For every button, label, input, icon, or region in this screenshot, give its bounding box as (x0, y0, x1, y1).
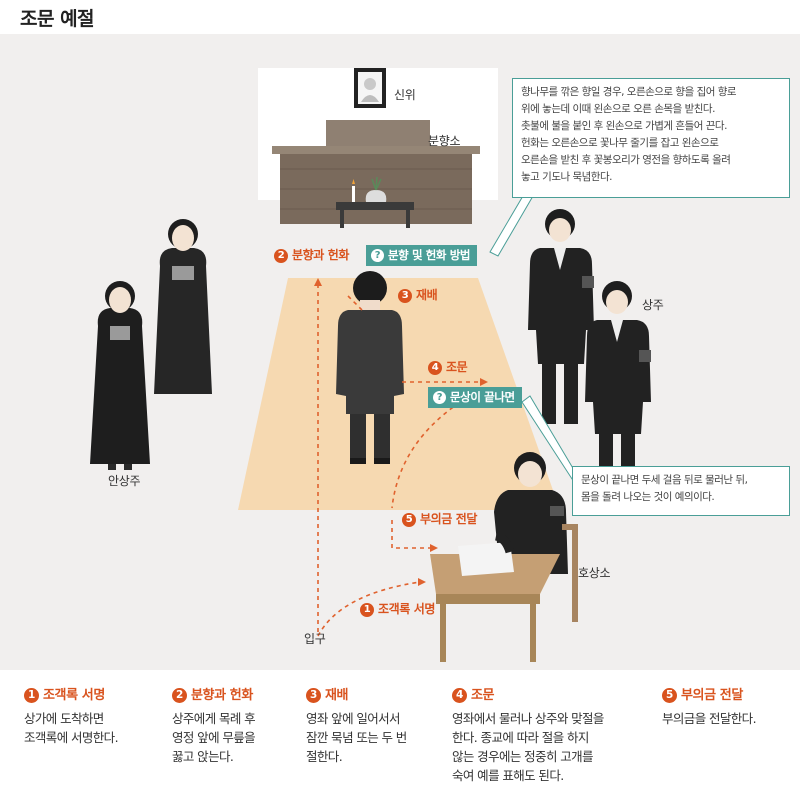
step-label-3-text: 재배 (416, 288, 438, 302)
step-number-5: 5 (402, 513, 416, 527)
step-label-4-text: 조문 (446, 360, 468, 374)
desc-step-2: 2 분향과 헌화 상주에게 목례 후 영정 앞에 무릎을 꿇고 앉는다. (172, 684, 256, 766)
desc-line: 상가에 도착하면 (24, 711, 104, 726)
desc-line: 숙여 예를 표해도 된다. (452, 768, 564, 783)
desc-number-4: 4 (452, 688, 467, 703)
desc-step-1: 1 조객록 서명 상가에 도착하면 조객록에 서명한다. (24, 684, 119, 747)
info-line: 문상이 끝나면 두세 걸음 뒤로 물러난 뒤, (581, 474, 748, 486)
female-mourner-front (90, 281, 150, 470)
desc-line: 영정 앞에 무릎을 (172, 730, 256, 745)
tag-after-mourning-text: 문상이 끝나면 (450, 390, 515, 404)
desc-line: 한다. 종교에 따라 절을 하지 (452, 730, 589, 745)
label-bunhyangso: 분향소 (428, 134, 461, 148)
male-mourner-back (528, 209, 594, 424)
step-number-2: 2 (274, 249, 288, 263)
desc-title-2: 2 분향과 헌화 (172, 684, 255, 703)
desc-line: 조객록에 서명한다. (24, 730, 119, 745)
desc-title-1: 1 조객록 서명 (24, 684, 118, 703)
scene-illustration (90, 68, 651, 662)
step-label-2: 2 분향과 헌화 (274, 246, 349, 263)
desc-number-1: 1 (24, 688, 39, 703)
desc-line: 잠깐 묵념 또는 두 번 (306, 730, 407, 745)
desc-line: 상주에게 목례 후 (172, 711, 256, 726)
tag-bunhyang-method[interactable]: ? 분향 및 헌화 방법 (366, 245, 478, 266)
arrow-heads (314, 278, 488, 586)
reception-desk (430, 452, 578, 662)
desc-line: 영좌 앞에 일어서서 (306, 711, 401, 726)
desc-line: 절한다. (306, 749, 343, 764)
desc-title-3: 3 재배 (306, 684, 407, 703)
funeral-hall-scene: 신위 분향소 상주 안상주 호상소 입구 2 분향과 헌화 3 재배 4 조문 5 부의… (0, 34, 800, 670)
desc-number-5: 5 (662, 688, 677, 703)
page-title: 조문 예절 (20, 8, 95, 30)
male-mourner-front (585, 281, 651, 490)
label-sinwi: 신위 (394, 88, 416, 102)
label-ansangju: 안상주 (108, 474, 141, 488)
step-number-4: 4 (428, 361, 442, 375)
step-label-1-text: 조객록 서명 (378, 602, 435, 616)
desc-step-4: 4 조문 영좌에서 물러나 상주와 맞절을 한다. 종교에 따라 절을 하지 않는… (452, 684, 604, 785)
desc-title-4: 4 조문 (452, 684, 604, 703)
info-line: 촛불에 불을 붙인 후 왼손으로 가볍게 흔들어 끈다. (521, 120, 727, 132)
step-label-4: 4 조문 (428, 358, 468, 375)
info-line: 위에 놓는데 이때 왼손으로 오른 손목을 받친다. (521, 103, 715, 115)
step-number-1: 1 (360, 603, 374, 617)
desc-line: 영좌에서 물러나 상주와 맞절을 (452, 711, 604, 726)
step-label-5-text: 부의금 전달 (420, 512, 477, 526)
desc-number-2: 2 (172, 688, 187, 703)
route-arrows (317, 284, 481, 637)
info-line: 향나무를 깎은 향일 경우, 오른손으로 향을 집어 향로 (521, 86, 737, 98)
desc-step-3: 3 재배 영좌 앞에 일어서서 잠깐 묵념 또는 두 번 절한다. (306, 684, 407, 766)
step-number-3: 3 (398, 289, 412, 303)
step-label-2-text: 분향과 헌화 (292, 248, 349, 262)
desc-title-4-text: 조문 (471, 688, 495, 703)
label-hosangso: 호상소 (578, 566, 611, 580)
step-label-1: 1 조객록 서명 (360, 600, 435, 617)
info-box-after: 문상이 끝나면 두세 걸음 뒤로 물러난 뒤, 몸을 돌려 나오는 것이 예의이… (572, 466, 790, 516)
info-line: 몸을 돌려 나오는 것이 예의이다. (581, 491, 715, 503)
desc-step-5: 5 부의금 전달 부의금을 전달한다. (662, 684, 757, 728)
desc-title-5: 5 부의금 전달 (662, 684, 756, 703)
visitor-figure (336, 271, 404, 464)
memorial-portrait (354, 68, 386, 108)
tag-after-mourning[interactable]: ? 문상이 끝나면 (428, 387, 522, 408)
label-sangju: 상주 (642, 298, 664, 312)
info-line: 오른손을 받친 후 꽃봉오리가 영전을 향하도록 올려 (521, 154, 731, 166)
info-line: 헌화는 오른손으로 꽃나무 줄기를 잡고 왼손으로 (521, 137, 719, 149)
step-descriptions: 1 조객록 서명 상가에 도착하면 조객록에 서명한다. 2 분향과 헌화 상주에게… (0, 670, 800, 807)
info-box-bunhyang: 향나무를 깎은 향일 경우, 오른손으로 향을 집어 향로 위에 놓는데 이때 … (512, 78, 790, 198)
step-label-5: 5 부의금 전달 (402, 510, 477, 527)
desc-title-2-text: 분향과 헌화 (191, 688, 253, 703)
question-icon: ? (371, 249, 384, 262)
desc-title-3-text: 재배 (325, 688, 349, 703)
desc-title-5-text: 부의금 전달 (681, 688, 743, 703)
info-line: 놓고 기도나 묵념한다. (521, 171, 612, 183)
female-mourner-back (154, 219, 212, 394)
desc-number-3: 3 (306, 688, 321, 703)
desc-title-1-text: 조객록 서명 (43, 688, 105, 703)
offering-table (336, 176, 414, 228)
label-ipgu: 입구 (304, 632, 326, 646)
tag-bunhyang-method-text: 분향 및 헌화 방법 (388, 248, 471, 262)
step-label-3: 3 재배 (398, 286, 438, 303)
desc-line: 꿇고 앉는다. (172, 749, 234, 764)
question-icon: ? (433, 391, 446, 404)
desc-line: 않는 경우에는 정중히 고개를 (452, 749, 594, 764)
desc-line: 부의금을 전달한다. (662, 711, 757, 726)
